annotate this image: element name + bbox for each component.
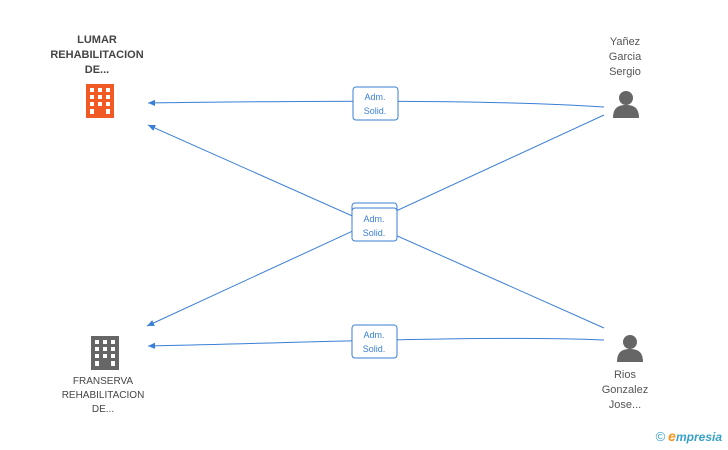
- edge-label-middle[interactable]: Adm. Solid.: [351, 207, 398, 242]
- brand-name: mpresia: [675, 430, 722, 444]
- company-name-line: FRANSERVA: [72, 376, 134, 387]
- person-name-line: Gonzalez: [601, 384, 649, 396]
- edge-label-line-1: Adm.: [363, 330, 384, 340]
- company-name-line: DE...: [84, 64, 110, 76]
- company-name-lumar[interactable]: LUMAR REHABILITACION DE...: [37, 33, 157, 78]
- person-name-line: Yañez: [609, 36, 641, 48]
- company-name-line: REHABILITACION: [61, 390, 145, 401]
- brand-initial: e: [668, 428, 676, 444]
- company-name-line: LUMAR: [77, 34, 117, 46]
- person-name-yanez[interactable]: Yañez Garcia Sergio: [590, 35, 660, 80]
- person-name-line: Rios: [613, 369, 636, 381]
- person-name-line: Jose...: [608, 399, 642, 411]
- person-name-line: Sergio: [609, 66, 641, 78]
- empresia-logo[interactable]: ©empresia: [656, 428, 722, 444]
- edge-label-line-2: Solid.: [363, 228, 386, 238]
- company-name-franserva[interactable]: FRANSERVA REHABILITACION DE...: [48, 375, 158, 417]
- person-icon[interactable]: [613, 91, 639, 118]
- company-name-line: REHABILITACION: [50, 49, 144, 61]
- building-icon[interactable]: [86, 84, 114, 118]
- edge-label-line-2: Solid.: [364, 106, 387, 116]
- person-name-rios[interactable]: Rios Gonzalez Jose...: [585, 368, 665, 413]
- edge-label-top[interactable]: Adm. Solid.: [352, 86, 399, 121]
- building-icon[interactable]: [91, 336, 119, 370]
- edge-label-bottom[interactable]: Adm. Solid.: [351, 324, 398, 359]
- company-name-line: DE...: [91, 404, 115, 415]
- person-icon[interactable]: [617, 335, 643, 362]
- person-name-line: Garcia: [608, 51, 642, 63]
- copyright-symbol: ©: [655, 429, 666, 444]
- edge-label-line-1: Adm.: [364, 92, 385, 102]
- edge-label-line-1: Adm.: [363, 214, 384, 224]
- edge-label-line-2: Solid.: [363, 344, 386, 354]
